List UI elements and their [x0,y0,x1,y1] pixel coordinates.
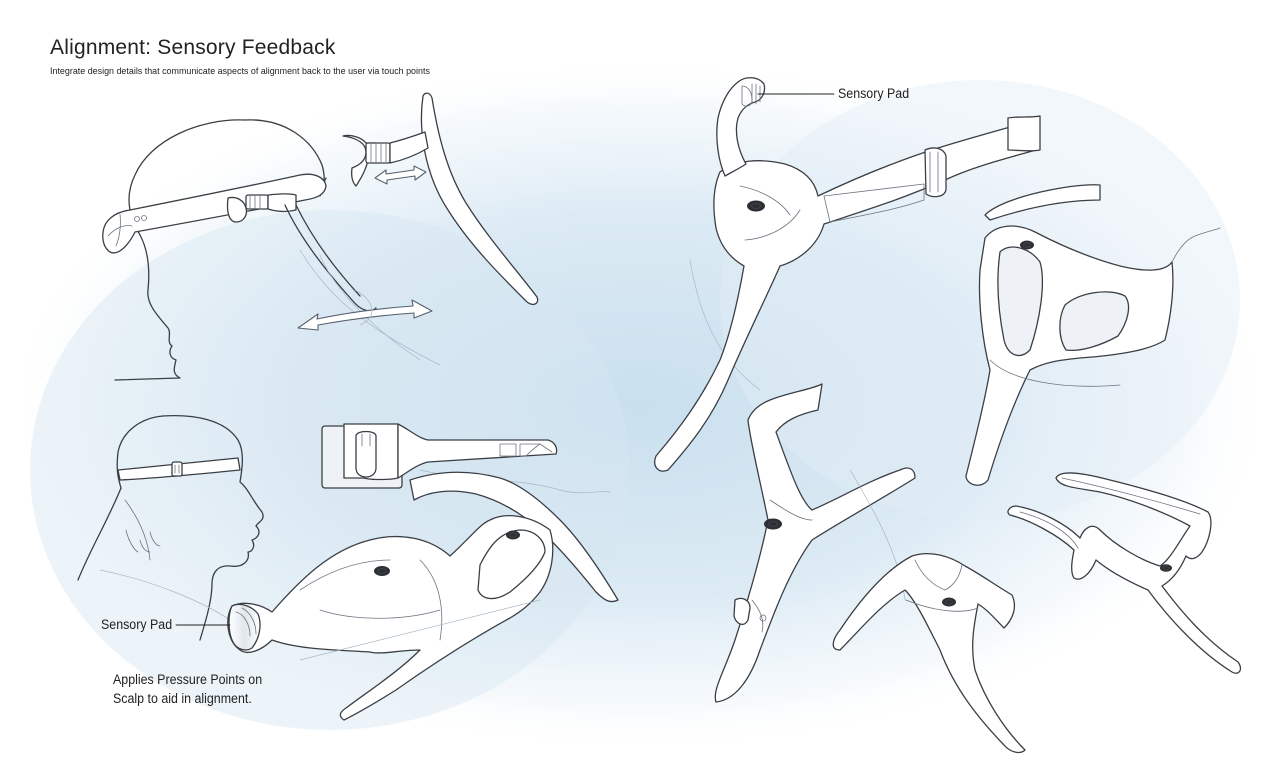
headset-side-sketch [714,383,916,703]
note-line-2: Scalp to aid in alignment. [113,691,252,706]
sensory-pad-callout-left: Sensory Pad [101,617,173,632]
note-line-1: Applies Pressure Points on [113,672,263,687]
headset-main-sketch [654,77,1041,472]
sensory-pad-callout-top: Sensory Pad [838,86,910,101]
headset-frame-sketch [1007,472,1242,674]
pressure-points-note: Applies Pressure Points on Scalp to aid … [113,670,262,708]
headset-rear-sketch [832,552,1026,754]
page-subtitle: Integrate design details that communicat… [50,66,430,77]
temple-arm-sketch [342,92,539,306]
head-profile-sketch-bottom [77,414,264,641]
headset-quarter-sketch [965,184,1221,486]
headpiece-sketch-lower [227,469,619,721]
head-profile-sketch-top [102,119,441,381]
band-clip-sketch [321,423,558,489]
page-title: Alignment: Sensory Feedback [50,36,336,59]
